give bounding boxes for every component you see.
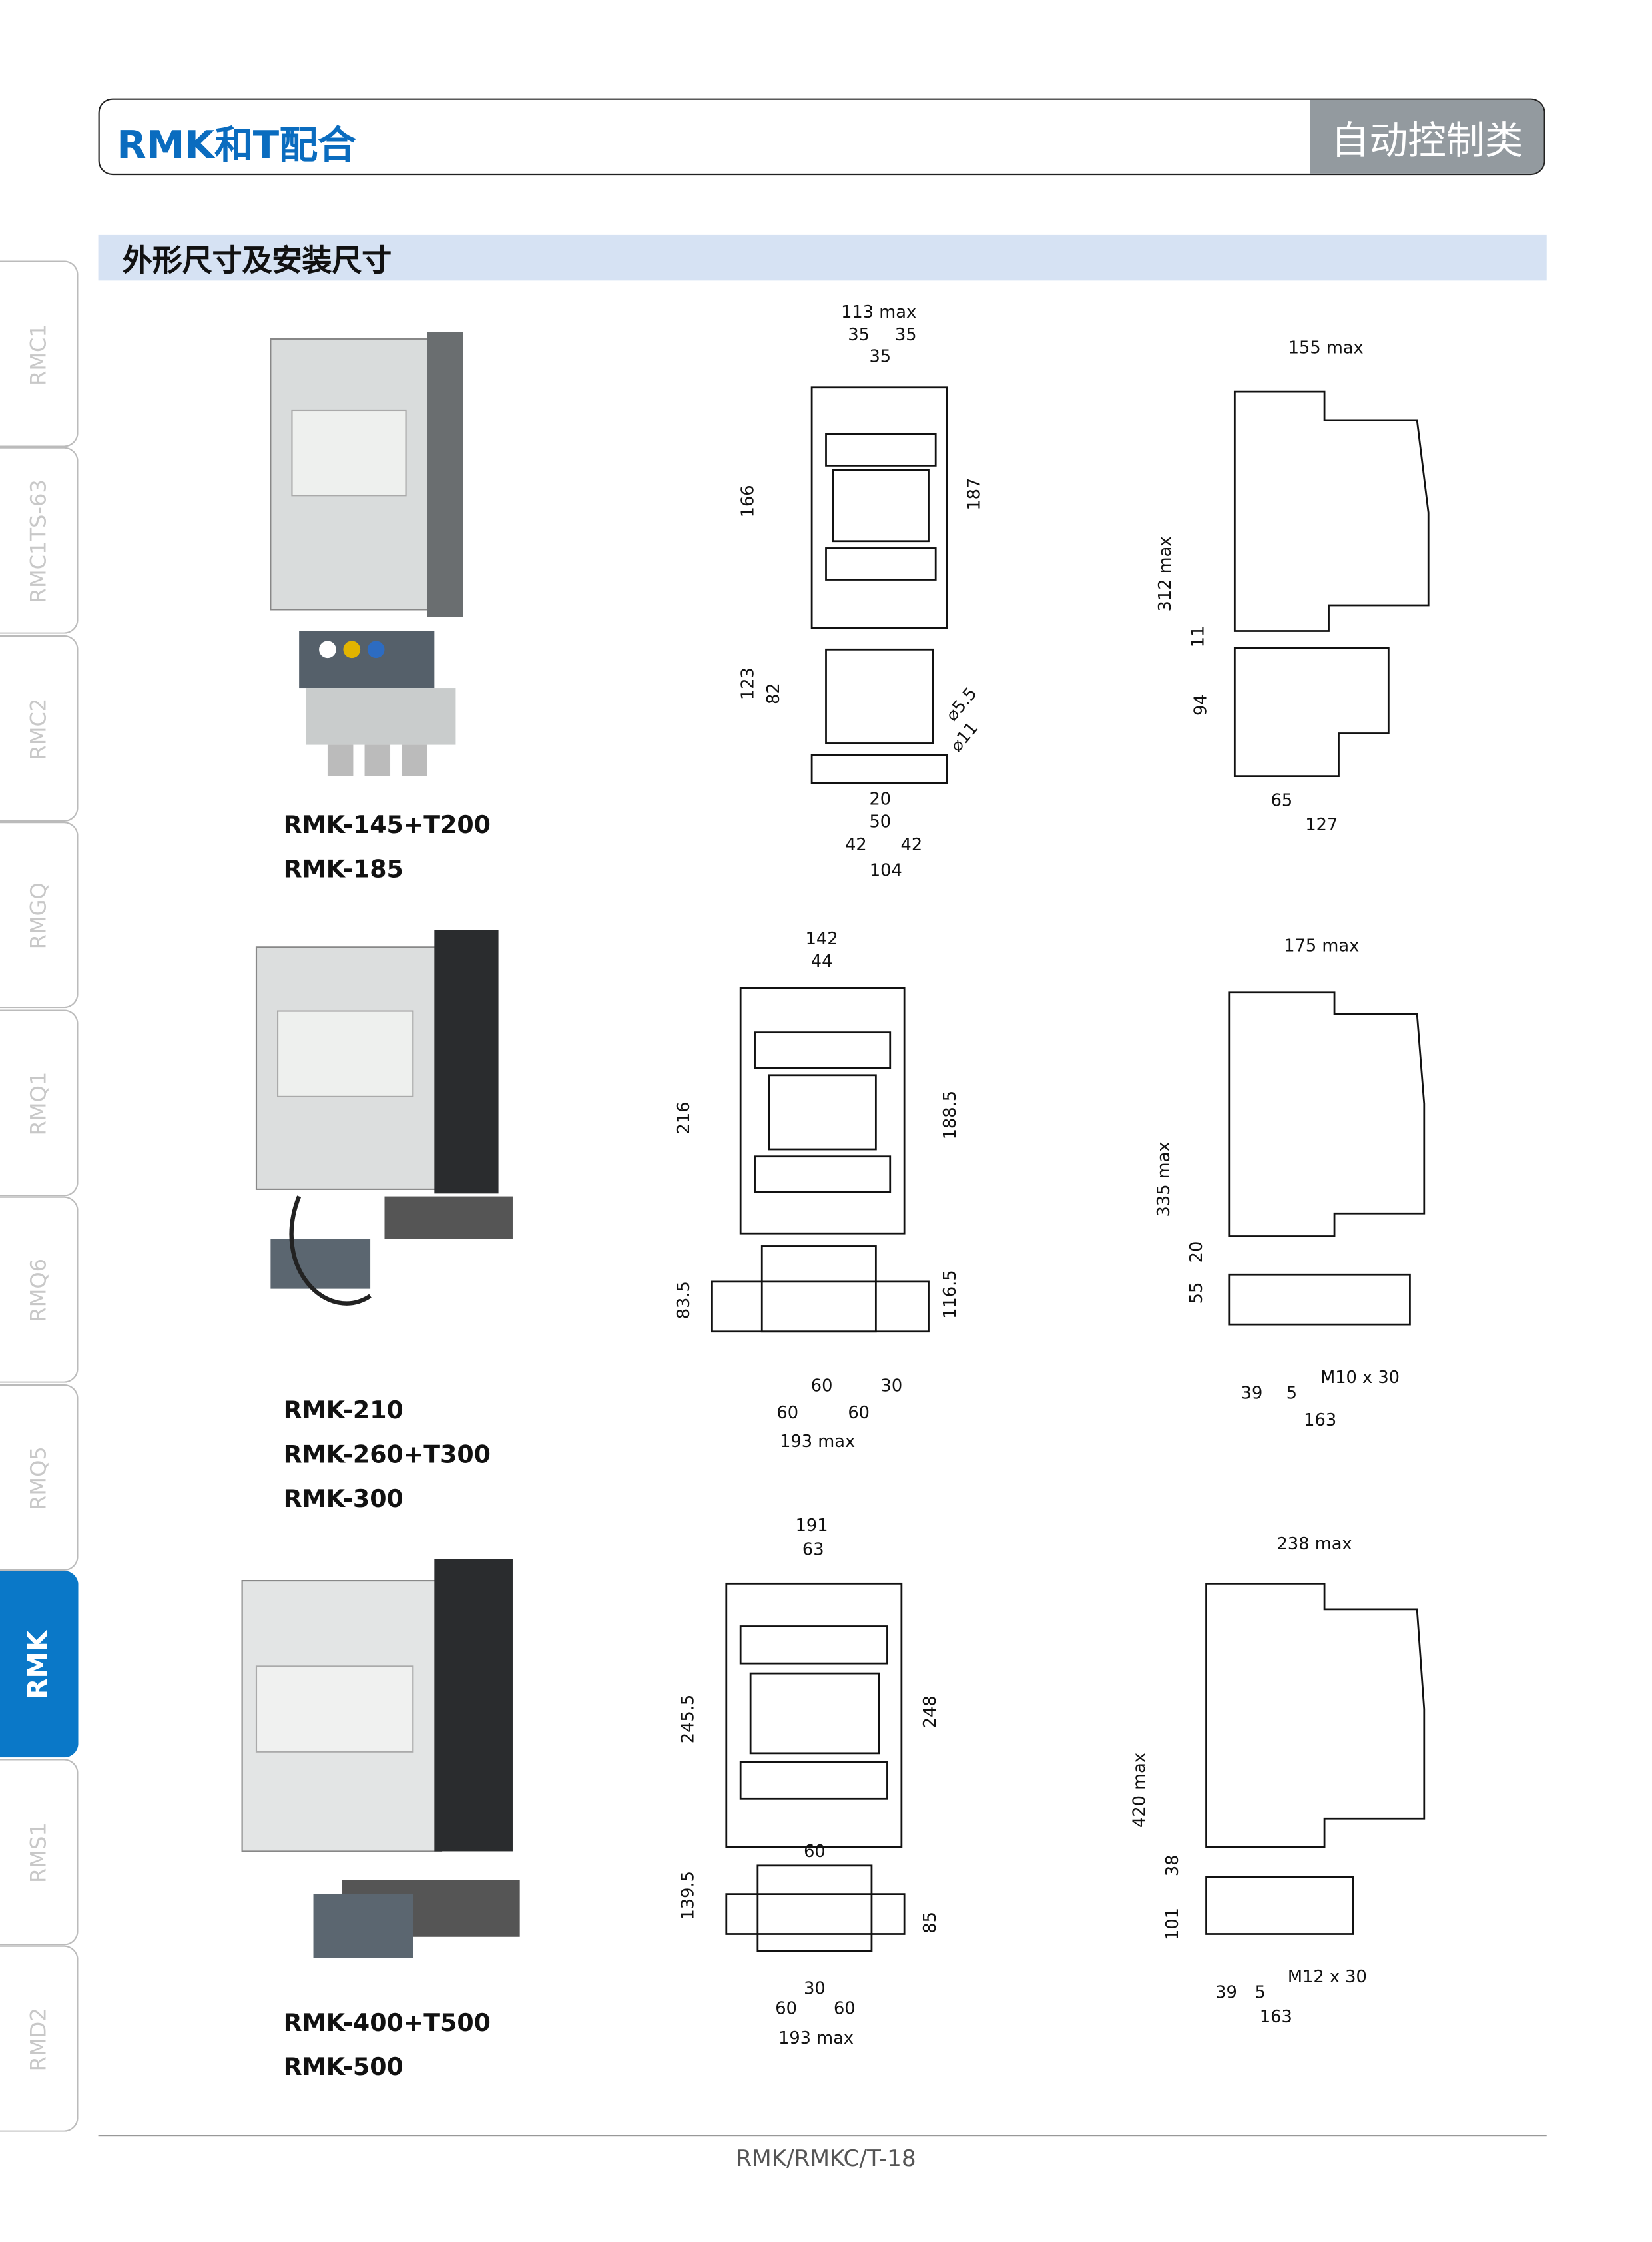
dim-label: 35 (895, 325, 917, 345)
dim-label: 30 (804, 1978, 826, 1998)
page-title: RMK和T配合 (117, 124, 356, 168)
model-label: RMK-145+T200 (283, 812, 491, 840)
dim-label: 50 (869, 812, 891, 832)
dim-label: 60 (834, 1998, 856, 2018)
dim-label: 245.5 (679, 1695, 698, 1743)
model-label: RMK-260+T300 (283, 1441, 491, 1470)
product-photo-rmk-500 (241, 1559, 520, 1958)
model-label: RMK-300 (283, 1485, 404, 1514)
sidebar-tab-rmc2[interactable]: RMC2 (0, 635, 79, 822)
dim-label: 166 (738, 485, 758, 517)
sidebar-tab-rms1[interactable]: RMS1 (0, 1759, 79, 1946)
sidebar-tab-rmd2[interactable]: RMD2 (0, 1945, 79, 2132)
dim-label: 42 (901, 835, 923, 855)
sidebar-tab-rmc1ts-63[interactable]: RMC1TS-63 (0, 447, 79, 634)
dim-label: M12 x 30 (1288, 1967, 1367, 1987)
dim-label: 20 (1187, 1241, 1207, 1263)
front-dims-row2: 142 44 216 188.5 83.5 116.5 60 30 60 60 … (674, 929, 960, 1452)
dim-label: 38 (1163, 1854, 1183, 1876)
dim-label: 104 (870, 860, 902, 880)
dim-label: 82 (764, 683, 784, 704)
dim-label: 335 max (1154, 1141, 1174, 1217)
dim-label: 35 (869, 346, 891, 366)
dim-label: 60 (804, 1842, 826, 1862)
dim-label: 30 (881, 1376, 903, 1396)
dim-label: ⌀11 (946, 718, 982, 756)
sidebar-tab-rmgq[interactable]: RMGQ (0, 822, 79, 1009)
section-title: 外形尺寸及安装尺寸 (122, 243, 392, 278)
dim-label: 312 max (1155, 536, 1175, 611)
dim-label: 127 (1305, 815, 1338, 835)
dim-label: 60 (848, 1403, 870, 1423)
dim-label: 85 (920, 1912, 940, 1934)
dim-label: 188.5 (940, 1091, 960, 1139)
dim-label: 216 (674, 1101, 694, 1134)
dim-label: 193 max (778, 2028, 854, 2048)
dim-label: 5 (1286, 1383, 1297, 1403)
dim-label: 142 (806, 929, 838, 949)
dim-label: 44 (811, 952, 833, 972)
sidebar-tab-rmq1[interactable]: RMQ1 (0, 1009, 79, 1197)
dim-label: 55 (1187, 1282, 1207, 1304)
sidebar-tab-rmq5[interactable]: RMQ5 (0, 1384, 79, 1571)
dim-label: 39 (1241, 1383, 1263, 1403)
side-dims-row1: 155 max 312 max 11 94 65 127 (1155, 338, 1364, 834)
drawing-outlines (711, 386, 1430, 1952)
dim-label: 63 (802, 1540, 824, 1560)
dim-label: 5 (1255, 1983, 1266, 2003)
dim-label: 83.5 (674, 1281, 694, 1319)
dim-label: 65 (1271, 791, 1293, 811)
dim-label: 193 max (780, 1432, 855, 1452)
dim-label: 20 (869, 789, 891, 809)
dim-label: 420 max (1130, 1753, 1150, 1828)
dim-label: 39 (1215, 1983, 1237, 2003)
sidebar-tab-rmc1[interactable]: RMC1 (0, 260, 79, 447)
section-band: 外形尺寸及安装尺寸 (98, 234, 1547, 281)
dim-label: 163 (1304, 1410, 1336, 1430)
dim-label: 94 (1191, 694, 1211, 716)
sidebar-tab-rmq6[interactable]: RMQ6 (0, 1196, 79, 1383)
dim-label: 101 (1163, 1908, 1183, 1940)
sidebar-tab-rmk[interactable]: RMK (0, 1571, 79, 1758)
side-dims-row3: 238 max 420 max 38 101 M12 x 30 39 5 163 (1130, 1534, 1367, 2027)
dim-label: 238 max (1277, 1534, 1352, 1554)
model-label: RMK-500 (283, 2054, 404, 2082)
dim-label: 139.5 (679, 1871, 698, 1920)
model-label: RMK-400+T500 (283, 2009, 491, 2038)
dim-label: ⌀5.5 (942, 684, 981, 725)
dim-label: 248 (920, 1695, 940, 1728)
dim-label: 42 (845, 835, 867, 855)
dim-label: M10 x 30 (1320, 1368, 1400, 1388)
model-label: RMK-185 (283, 856, 404, 885)
dim-label: 163 (1260, 2007, 1292, 2027)
dim-label: 155 max (1288, 338, 1364, 358)
dim-label: 175 max (1284, 936, 1359, 956)
dim-label: 60 (811, 1376, 833, 1396)
dim-label: 123 (738, 667, 758, 700)
dim-label: 60 (775, 1998, 797, 2018)
footer-divider (98, 2135, 1547, 2137)
product-photo-rmk-145 (270, 332, 463, 776)
dim-label: 11 (1188, 626, 1208, 648)
side-dims-row2: 175 max 335 max 20 55 M10 x 30 39 5 163 (1154, 936, 1400, 1430)
model-label: RMK-210 (283, 1397, 404, 1426)
product-photo-rmk-300 (255, 930, 513, 1306)
dim-label: 60 (776, 1403, 798, 1423)
dim-label: 187 (964, 478, 984, 511)
page-number: RMK/RMKC/T-18 (736, 2145, 916, 2172)
page-header: RMK和T配合 自动控制类 (98, 98, 1545, 176)
dim-label: 116.5 (940, 1270, 960, 1318)
dim-label: 191 (796, 1516, 828, 1536)
front-dims-row3: 191 63 245.5 248 139.5 85 60 30 60 60 19… (679, 1516, 941, 2048)
dim-label: 113 max (841, 302, 916, 322)
category-label: 自动控制类 (1310, 99, 1544, 174)
dim-label: 35 (848, 325, 870, 345)
